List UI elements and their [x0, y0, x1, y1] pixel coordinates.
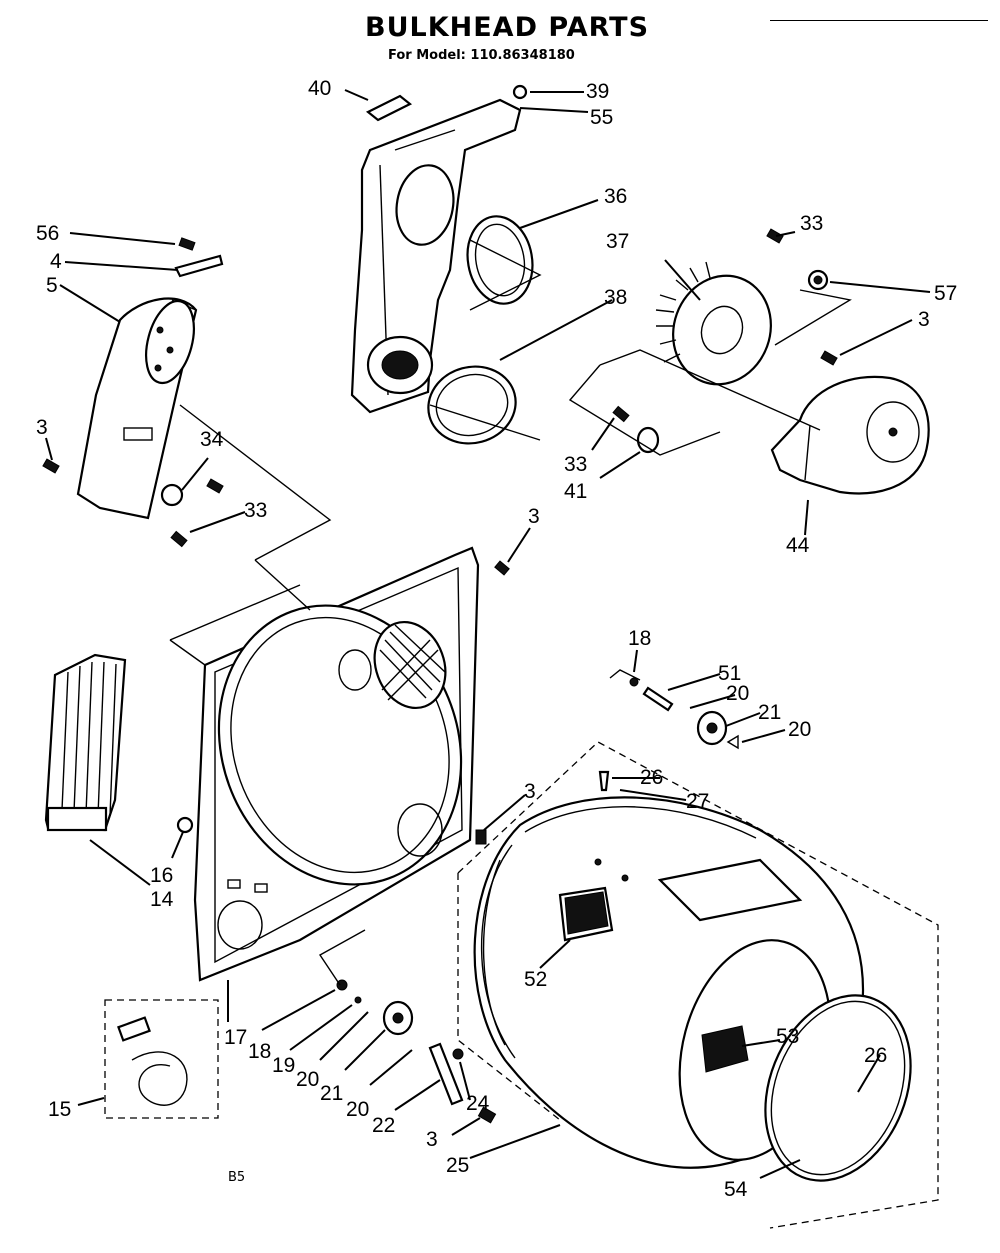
- callout-54: 54: [724, 1178, 748, 1201]
- callout-44: 44: [786, 534, 810, 557]
- callout-labels: 40 39 55 36 33 37 57 3 38 56 4 5 3 34 33…: [36, 77, 957, 1201]
- part-57-clip: [807, 269, 829, 291]
- part-56-screw: [178, 237, 196, 251]
- callout-20-upper-a: 20: [726, 682, 749, 705]
- part-3-screw-lower: [477, 1106, 497, 1124]
- callout-36: 36: [604, 185, 627, 208]
- part-41-clip: [636, 426, 660, 454]
- callout-34: 34: [200, 428, 224, 451]
- callout-19: 19: [272, 1054, 295, 1077]
- callout-18-upper: 18: [628, 627, 651, 650]
- diagram-title: BULKHEAD PARTS: [365, 12, 650, 43]
- part-37-blower-wheel: [655, 261, 772, 386]
- callout-14: 14: [150, 888, 174, 911]
- callout-26-upper: 26: [640, 766, 663, 789]
- callout-40: 40: [308, 77, 331, 100]
- callout-33-lower: 33: [564, 453, 587, 476]
- leader-arrows: [45, 89, 931, 1179]
- callout-52: 52: [524, 968, 547, 991]
- part-18-19-20-21-22-idler: [336, 979, 464, 1106]
- callout-38: 38: [604, 286, 627, 309]
- part-3-screw-bulkhead-top: [494, 560, 510, 576]
- part-54-seal-ring: [764, 994, 912, 1182]
- callout-21-lower: 21: [320, 1082, 343, 1105]
- callout-3-bulkhead-top: 3: [528, 505, 540, 528]
- callout-41: 41: [564, 480, 587, 503]
- callout-56: 56: [36, 222, 59, 245]
- assembly-guide-lines: [169, 239, 852, 986]
- part-26-screw-upper: [598, 770, 610, 792]
- callout-20-lower-b: 20: [346, 1098, 369, 1121]
- callout-21-upper: 21: [758, 701, 781, 724]
- callout-24: 24: [466, 1092, 490, 1115]
- callout-39: 39: [586, 80, 609, 103]
- part-51-idler-upper: [629, 677, 739, 750]
- part-34-clip: [160, 483, 184, 507]
- part-39-nut: [512, 84, 528, 100]
- page-code: B5: [228, 1170, 246, 1185]
- callout-4: 4: [50, 250, 62, 273]
- callout-18-lower: 18: [248, 1040, 271, 1063]
- callout-17: 17: [224, 1026, 247, 1049]
- callout-33-shield: 33: [244, 499, 267, 522]
- callout-26-lower: 26: [864, 1044, 887, 1067]
- part-5-shield: [76, 297, 198, 520]
- callout-51: 51: [718, 662, 741, 685]
- callout-3-shield: 3: [36, 416, 48, 439]
- callout-3-lower: 3: [426, 1128, 438, 1151]
- callout-16: 16: [150, 864, 173, 887]
- callout-5: 5: [46, 274, 58, 297]
- callout-53: 53: [776, 1025, 799, 1048]
- callout-27: 27: [686, 790, 709, 813]
- model-number: For Model: 110.86348180: [388, 48, 575, 63]
- part-3-screw-shield: [42, 458, 60, 474]
- part-55-exhaust-duct: [350, 98, 522, 414]
- part-3-screw-bulkhead-side: [475, 829, 487, 845]
- callout-20-upper-b: 20: [788, 718, 811, 741]
- callout-3-blower: 3: [918, 308, 930, 331]
- callout-20-lower-a: 20: [296, 1068, 319, 1091]
- callout-37: 37: [606, 230, 629, 253]
- part-14-heater-element: [44, 653, 127, 832]
- part-44-blower-housing: [770, 375, 930, 495]
- part-33-screw-lower: [612, 405, 630, 423]
- part-33-screw-shield: [170, 478, 224, 548]
- part-38-ring-seal: [427, 365, 517, 445]
- part-17-bulkhead: [193, 546, 480, 982]
- part-36-seal: [466, 215, 534, 305]
- callout-33-upper: 33: [800, 212, 823, 235]
- callout-3-bulkhead-side: 3: [524, 780, 536, 803]
- part-4-clip: [174, 254, 224, 278]
- callout-57: 57: [934, 282, 957, 305]
- part-3-screw-blower: [820, 350, 838, 366]
- part-15-wire-kit: [104, 999, 219, 1119]
- callout-15: 15: [48, 1098, 71, 1121]
- top-rule: [770, 20, 988, 21]
- part-40-clip: [365, 94, 413, 122]
- callout-55: 55: [590, 106, 613, 129]
- callout-25: 25: [446, 1154, 469, 1177]
- callout-22: 22: [372, 1114, 395, 1137]
- part-33-screw-upper: [766, 228, 784, 244]
- part-16-fastener: [176, 816, 194, 834]
